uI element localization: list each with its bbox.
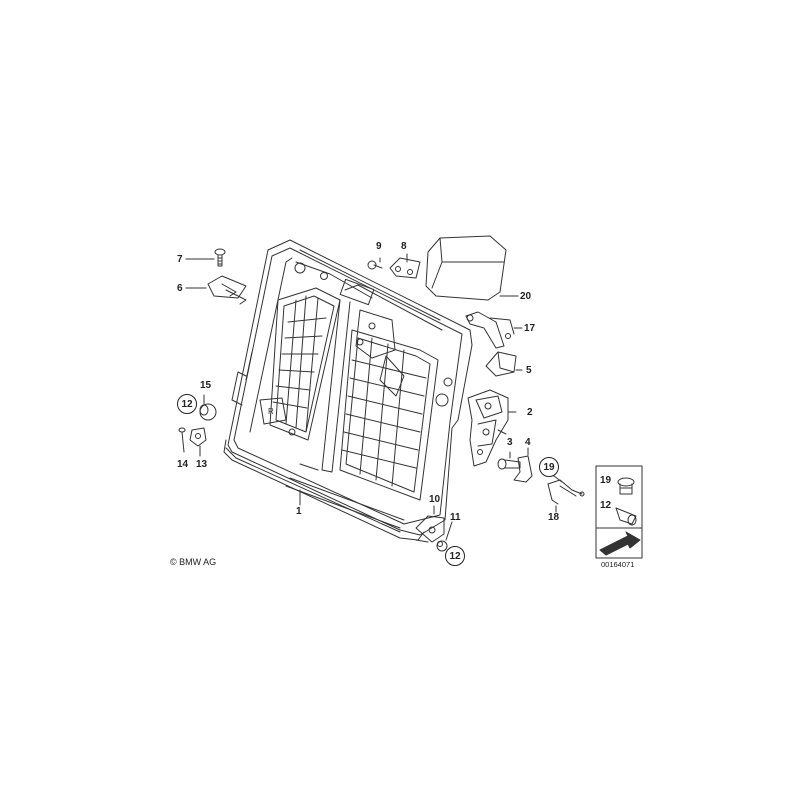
part-4-clip [513,447,533,483]
part-8-bracket [389,253,421,279]
callout-18: 18 [548,512,560,523]
part-7-screw [185,248,226,267]
callout-13: 13 [196,459,208,470]
part-14-pin [178,427,186,453]
part-10-hinge [415,505,445,543]
part-9-bolt [367,257,383,270]
callout-8: 8 [401,241,407,252]
copyright-label: © BMW AG [170,557,217,567]
part-18-cable [547,475,585,513]
part-13-catch [189,427,207,457]
callout-19-circled: 19 [539,457,559,477]
legend-label-12: 12 [600,500,612,511]
callout-15: 15 [200,380,212,391]
legend-label-19: 19 [600,475,612,486]
callout-5: 5 [526,365,532,376]
part-6-cover [185,275,247,305]
part-2-lock [467,389,517,467]
callout-17: 17 [524,323,536,334]
svg-text:R: R [268,407,274,416]
callout-7: 7 [177,254,183,265]
callout-9: 9 [376,241,382,252]
part-3-bolt [497,451,521,470]
callout-20: 20 [520,291,532,302]
part-11-nut [436,521,453,552]
callout-10: 10 [429,494,441,505]
part-17-bracket [465,311,523,349]
part-15-cap [199,394,217,421]
fastener-legend [595,465,643,559]
callout-12-circled-left: 12 [177,394,197,414]
callout-11: 11 [450,512,461,523]
callout-4: 4 [525,437,531,448]
callout-14: 14 [177,459,189,470]
callout-3: 3 [507,437,513,448]
callout-1: 1 [296,506,302,517]
part-20-armrest [425,235,519,301]
document-number: 00164071 [601,560,635,569]
part-5-cap [485,351,523,377]
callout-6: 6 [177,283,183,294]
callout-12-circled-bottom: 12 [445,546,465,566]
callout-2: 2 [527,407,533,418]
seat-backrest-frame: R [223,239,473,541]
